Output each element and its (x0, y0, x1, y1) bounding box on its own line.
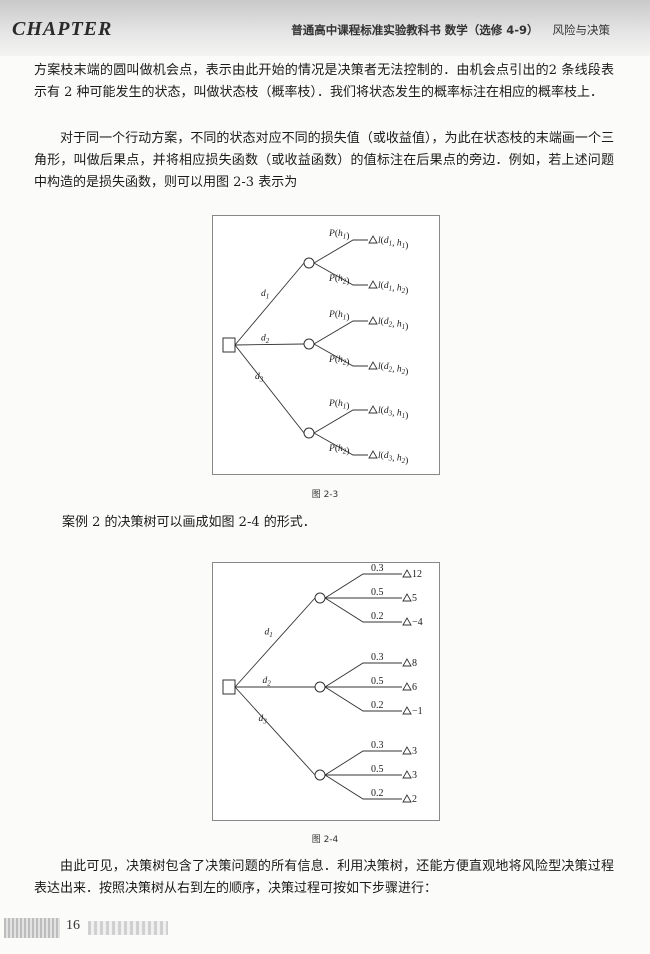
outcome-node (368, 450, 378, 459)
outcome-node (368, 280, 378, 289)
footer-decoration-2 (88, 921, 168, 935)
outcome-label: −4 (412, 617, 423, 628)
probability-label: P(h1) (328, 228, 349, 242)
action-branch (234, 597, 316, 688)
outcome-label: 3 (412, 746, 417, 757)
paragraph-4: 由此可见，决策树包含了决策问题的所有信息．利用决策树，还能方便直观地将风险型决策… (34, 859, 614, 896)
footer-decoration (4, 918, 60, 938)
outcome-node (402, 658, 412, 667)
outcome-node (368, 361, 378, 370)
outcome-node (368, 405, 378, 414)
probability-label: 0.2 (371, 788, 384, 799)
outcome-node (402, 569, 412, 578)
outcome-label: l(d2, h1) (378, 316, 408, 332)
outcome-node (402, 794, 412, 803)
state-branch (313, 432, 368, 456)
outcome-label: l(d3, h2) (378, 450, 408, 466)
state-branch (313, 409, 368, 434)
page-number: 16 (66, 918, 80, 933)
outcome-label: 3 (412, 770, 417, 781)
probability-label: 0.5 (371, 587, 384, 598)
outcome-node (402, 682, 412, 691)
outcome-label: 2 (412, 794, 417, 805)
probability-label: P(h1) (328, 398, 349, 412)
probability-label: 0.3 (371, 652, 384, 663)
outcome-label: l(d3, h1) (378, 405, 408, 421)
chance-node (314, 681, 326, 693)
action-branch (234, 262, 305, 346)
decision-tree-2-3: d1P(h1)l(d1, h1)P(h2)l(d1, h2)d2P(h1)l(d… (222, 228, 408, 466)
probability-label: P(h2) (328, 354, 349, 368)
outcome-node (368, 316, 378, 325)
state-branch (313, 343, 368, 367)
chance-node (303, 257, 315, 269)
chance-node (314, 592, 326, 604)
outcome-node (402, 593, 412, 602)
action-label: d2 (261, 334, 270, 346)
chapter-label: CHAPTER (12, 18, 113, 40)
chance-node (314, 769, 326, 781)
probability-label: P(h1) (328, 309, 349, 323)
probability-label: 0.3 (371, 563, 384, 574)
book-title: 普通高中课程标准实验教科书 数学（选修 4-9） 风险与决策 (291, 22, 610, 38)
decision-node (222, 337, 236, 353)
outcome-label: −1 (412, 706, 423, 717)
state-branch (313, 262, 368, 286)
probability-label: P(h2) (328, 443, 349, 457)
page-header: CHAPTER 普通高中课程标准实验教科书 数学（选修 4-9） 风险与决策 (0, 0, 650, 56)
outcome-node (402, 617, 412, 626)
paragraph-3: 案例 2 的决策树可以画成如图 2-4 的形式． (62, 515, 316, 530)
state-branch (324, 662, 402, 688)
probability-label: 0.3 (371, 740, 384, 751)
figure-2-3-caption: 图 2-3 (311, 490, 339, 500)
action-branch (234, 686, 316, 776)
state-branch (324, 750, 402, 776)
section-title: 风险与决策 (552, 23, 611, 37)
outcome-node (402, 706, 412, 715)
chance-node (303, 427, 315, 439)
action-branch (234, 343, 305, 346)
action-label: d2 (263, 676, 272, 688)
state-branch (324, 686, 402, 712)
outcome-label: l(d1, h2) (378, 280, 408, 296)
chance-node (303, 338, 315, 350)
outcome-label: 5 (412, 593, 417, 604)
action-label: d1 (261, 289, 269, 301)
decision-node (222, 679, 236, 695)
outcome-node (402, 770, 412, 779)
action-label: d3 (259, 714, 268, 726)
outcome-node (368, 235, 378, 244)
probability-label: P(h2) (328, 273, 349, 287)
figure-2-4-caption: 图 2-4 (311, 835, 339, 845)
state-branch (313, 239, 368, 264)
outcome-node (402, 746, 412, 755)
figure-2-4: d1 0.3 12 0.5 5 0.2 −4 d2 0.3 8 0.5 6 0.2 −1 d3 0.3 3 0.5… (212, 562, 440, 821)
outcome-label: 8 (412, 658, 417, 669)
outcome-label: l(d1, h1) (378, 235, 408, 251)
outcome-label: 6 (412, 682, 417, 693)
probability-label: 0.5 (371, 676, 384, 687)
probability-label: 0.2 (371, 611, 384, 622)
book-name: 普通高中课程标准实验教科书 数学（选修 4-9） (291, 23, 539, 37)
probability-label: 0.5 (371, 764, 384, 775)
action-branch (234, 344, 305, 434)
probability-label: 0.2 (371, 700, 384, 711)
state-branch (313, 320, 368, 345)
paragraph-2: 对于同一个行动方案，不同的状态对应不同的损失值（或收益值），为此在状态枝的末端画… (34, 131, 614, 190)
action-label: d3 (255, 372, 264, 384)
outcome-label: 12 (412, 569, 422, 580)
state-branch (324, 573, 402, 599)
paragraph-1: 方案枝末端的圆叫做机会点，表示由此开始的情况是决策者无法控制的．由机会点引出的2… (34, 63, 614, 100)
outcome-label: l(d2, h2) (378, 361, 408, 377)
action-label: d1 (265, 628, 273, 640)
decision-tree-2-4: d1 0.3 12 0.5 5 0.2 −4 d2 0.3 8 0.5 6 0.2 −1 d3 0.3 3 0.5… (222, 563, 423, 805)
state-branch (324, 774, 402, 800)
state-branch (324, 597, 402, 623)
